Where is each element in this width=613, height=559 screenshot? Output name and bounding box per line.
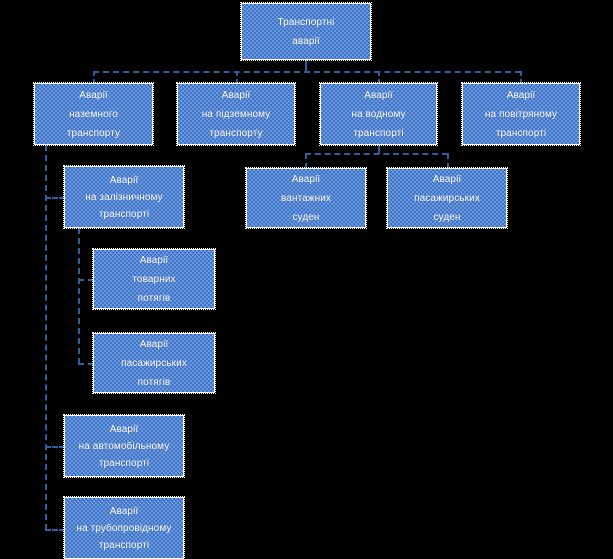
node-root-line-2: аварії (292, 35, 320, 47)
connector-drop-water (378, 71, 380, 84)
node-rail-transport-line-2: на залізничному (85, 191, 163, 203)
node-ground-transport[interactable]: Аварії наземного транспорту (33, 82, 154, 146)
node-passenger-ships[interactable]: Аварії пасажирських суден (386, 167, 508, 229)
node-rail-transport[interactable]: Аварії на залізничному транспорті (63, 165, 185, 229)
node-passenger-trains-line-2: пасажирських (121, 357, 187, 369)
node-cargo-ships-line-2: вантажних (280, 192, 331, 204)
node-underground-transport-line-3: транспорту (209, 127, 263, 139)
connector-level1-bus (93, 71, 521, 73)
node-ground-transport-line-1: Аварії (79, 89, 108, 101)
node-road-transport-line-3: транспорті (98, 457, 150, 469)
connector-drop-underground (236, 71, 238, 84)
node-ground-transport-line-2: наземного (69, 108, 118, 120)
node-passenger-ships-line-2: пасажирських (414, 192, 480, 204)
node-water-transport[interactable]: Аварії на водному транспорті (319, 82, 438, 146)
node-air-transport[interactable]: Аварії на повітряному транспорті (461, 82, 581, 146)
node-air-transport-line-3: транспорті (495, 127, 547, 139)
connector-stub-rail (45, 197, 65, 199)
node-root-line-1: Транспортні (277, 16, 335, 28)
node-pipeline-transport-line-1: Аварії (109, 505, 139, 517)
node-pipeline-transport[interactable]: Аварії на трубопровідному транспорті (63, 496, 185, 559)
node-pipeline-transport-line-3: транспорті (98, 539, 150, 551)
node-road-transport-line-2: на автомобільному (78, 440, 170, 452)
node-root[interactable]: Транспортні аварії (240, 2, 372, 61)
node-freight-trains[interactable]: Аварії товарних потягів (92, 248, 216, 310)
node-underground-transport-line-2: на підземному (201, 108, 271, 120)
node-cargo-ships-line-1: Аварії (291, 173, 321, 185)
node-freight-trains-line-3: потягів (137, 292, 171, 304)
connector-drop-air (520, 71, 522, 84)
node-passenger-trains[interactable]: Аварії пасажирських потягів (92, 332, 216, 394)
connector-stub-road (45, 446, 65, 448)
node-cargo-ships[interactable]: Аварії вантажних суден (245, 167, 367, 229)
node-passenger-ships-line-1: Аварії (432, 173, 462, 185)
node-air-transport-line-2: на повітряному (484, 108, 558, 120)
node-underground-transport-line-1: Аварії (221, 89, 251, 101)
node-pipeline-transport-line-2: на трубопровідному (76, 522, 172, 534)
connector-drop-passenger-ships (447, 153, 449, 169)
node-cargo-ships-line-3: суден (292, 211, 320, 223)
connector-ships-bus (305, 153, 448, 155)
connector-drop-ground (93, 71, 95, 84)
node-passenger-trains-line-3: потягів (137, 376, 171, 388)
node-passenger-ships-line-3: суден (433, 211, 461, 223)
connector-ground-spine (45, 145, 47, 530)
node-road-transport[interactable]: Аварії на автомобільному транспорті (63, 414, 185, 478)
connector-drop-cargo-ships (305, 153, 307, 169)
node-rail-transport-line-3: транспорті (98, 208, 150, 220)
node-air-transport-line-1: Аварії (506, 89, 536, 101)
connector-water-stem (378, 145, 380, 154)
node-road-transport-line-1: Аварії (109, 423, 139, 435)
node-rail-transport-line-1: Аварії (109, 174, 139, 186)
connector-rail-spine (78, 228, 80, 364)
node-water-transport-line-1: Аварії (364, 89, 393, 101)
connector-stub-pipeline (45, 529, 65, 531)
node-underground-transport[interactable]: Аварії на підземному транспорту (176, 82, 296, 146)
node-water-transport-line-3: транспорті (353, 127, 404, 139)
node-water-transport-line-2: на водному (351, 108, 406, 120)
node-freight-trains-line-2: товарних (132, 273, 176, 285)
connector-stub-freight-trains (78, 279, 94, 281)
connector-stub-passenger-trains (78, 363, 94, 365)
node-ground-transport-line-3: транспорту (66, 127, 121, 139)
node-freight-trains-line-1: Аварії (139, 254, 169, 266)
node-passenger-trains-line-1: Аварії (139, 338, 169, 350)
connector-root-stem (305, 60, 307, 72)
